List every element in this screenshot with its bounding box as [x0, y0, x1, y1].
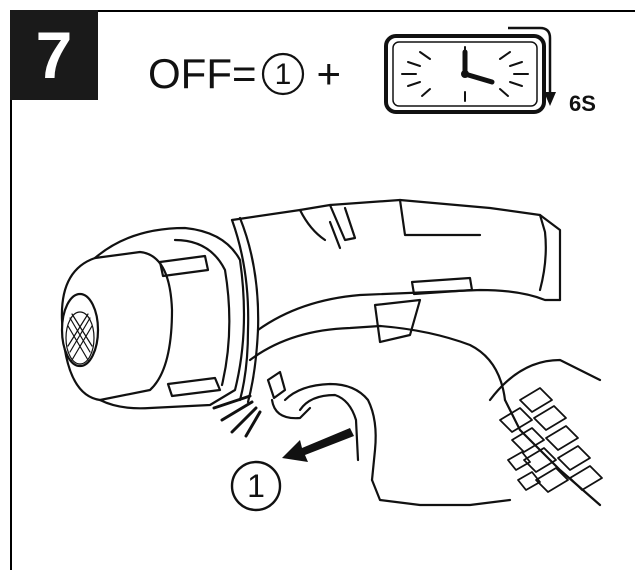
- circled-number-icon: 1: [261, 52, 304, 96]
- step-number: 7: [35, 18, 73, 92]
- panel-frame: [10, 10, 635, 570]
- off-formula: OFF= 1 +: [148, 44, 349, 104]
- callout-circled-number-icon: 1: [230, 460, 282, 512]
- formula-lhs: OFF=: [148, 50, 257, 97]
- callout-number: 1: [247, 468, 265, 504]
- formula-plus: +: [316, 50, 342, 97]
- step-number-badge: 7: [10, 10, 98, 100]
- formula-operand-number: 1: [274, 58, 291, 91]
- duration-label: 6S: [569, 91, 596, 116]
- clock-hold-icon: [384, 26, 556, 114]
